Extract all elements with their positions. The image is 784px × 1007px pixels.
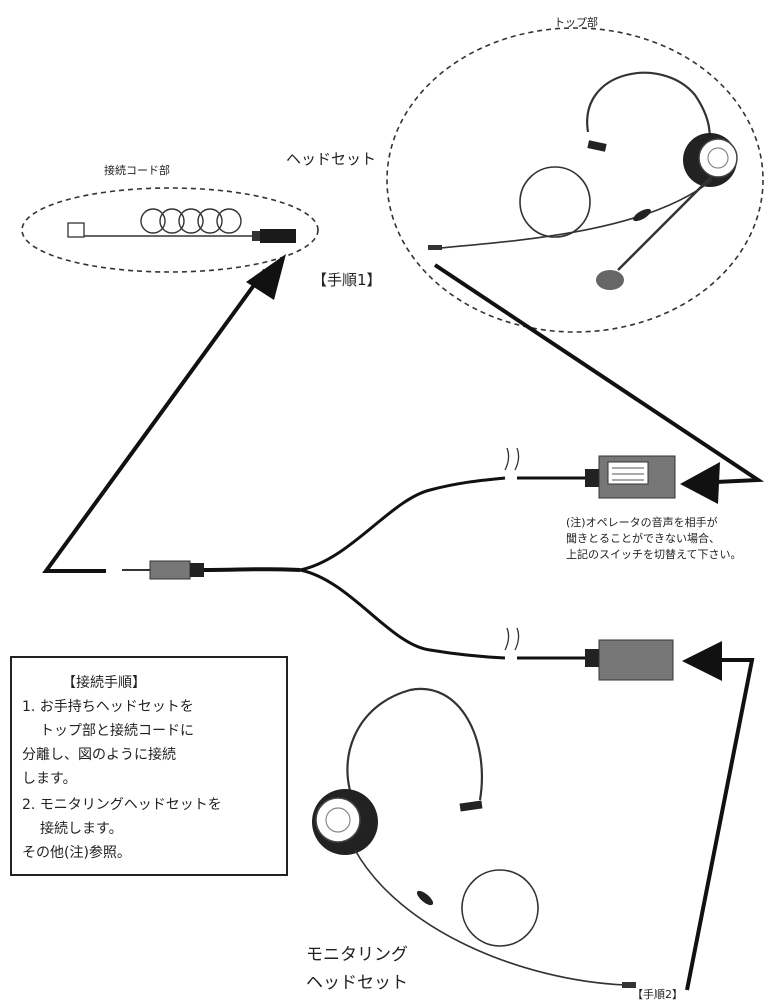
- connect-cord-part-label: 接続コード部: [104, 164, 170, 177]
- instructions-line2: トップ部と接続コードに: [40, 723, 194, 739]
- step2-arrowhead: [682, 641, 722, 681]
- instructions-line7: その他(注)参照。: [22, 845, 131, 861]
- instructions-line4: します。: [22, 771, 77, 787]
- step-top-arrowhead: [680, 462, 720, 504]
- monitoring-label-line2: ヘッドセット: [306, 973, 408, 993]
- headset-label: ヘッドセット: [286, 150, 377, 168]
- y-cable-illustration: [122, 447, 676, 681]
- connect-cord-group-outline: [21, 187, 319, 273]
- instructions-title: 【接続手順】: [62, 675, 146, 691]
- top-part-group-outline: [386, 27, 764, 333]
- top-part-headset-illustration: [428, 71, 738, 290]
- top-part-label: トップ部: [554, 16, 598, 29]
- connect-cord-illustration: [67, 208, 296, 243]
- step1-label: 【手順1】: [312, 271, 382, 289]
- step2-arrow: [685, 658, 755, 991]
- instructions-line1: 1. お手持ちヘッドセットを: [22, 699, 194, 715]
- switch-note-line3: 上記のスイッチを切替えて下さい。: [566, 548, 742, 561]
- monitoring-headset-illustration: [312, 687, 636, 988]
- connection-instructions-box: 【接続手順】 1. お手持ちヘッドセットを トップ部と接続コードに 分離し、図の…: [10, 656, 288, 876]
- switch-note: (注)オペレータの音声を相手が 聞きとることができない場合、 上記のスイッチを切…: [566, 515, 741, 563]
- step2-label: 【手順2】: [632, 988, 683, 1001]
- instructions-line6: 接続します。: [40, 821, 123, 837]
- monitoring-label-line1: モニタリング: [306, 945, 408, 965]
- step1-arrowhead: [246, 254, 286, 300]
- switch-note-line2: 聞きとることができない場合、: [566, 532, 720, 545]
- step1-arrow: [42, 268, 267, 573]
- instructions-line3: 分離し、図のように接続: [22, 747, 176, 763]
- instructions-line5: 2. モニタリングヘッドセットを: [22, 797, 222, 813]
- step-top-arrow: [433, 263, 765, 485]
- switch-note-line1: (注)オペレータの音声を相手が: [566, 516, 718, 529]
